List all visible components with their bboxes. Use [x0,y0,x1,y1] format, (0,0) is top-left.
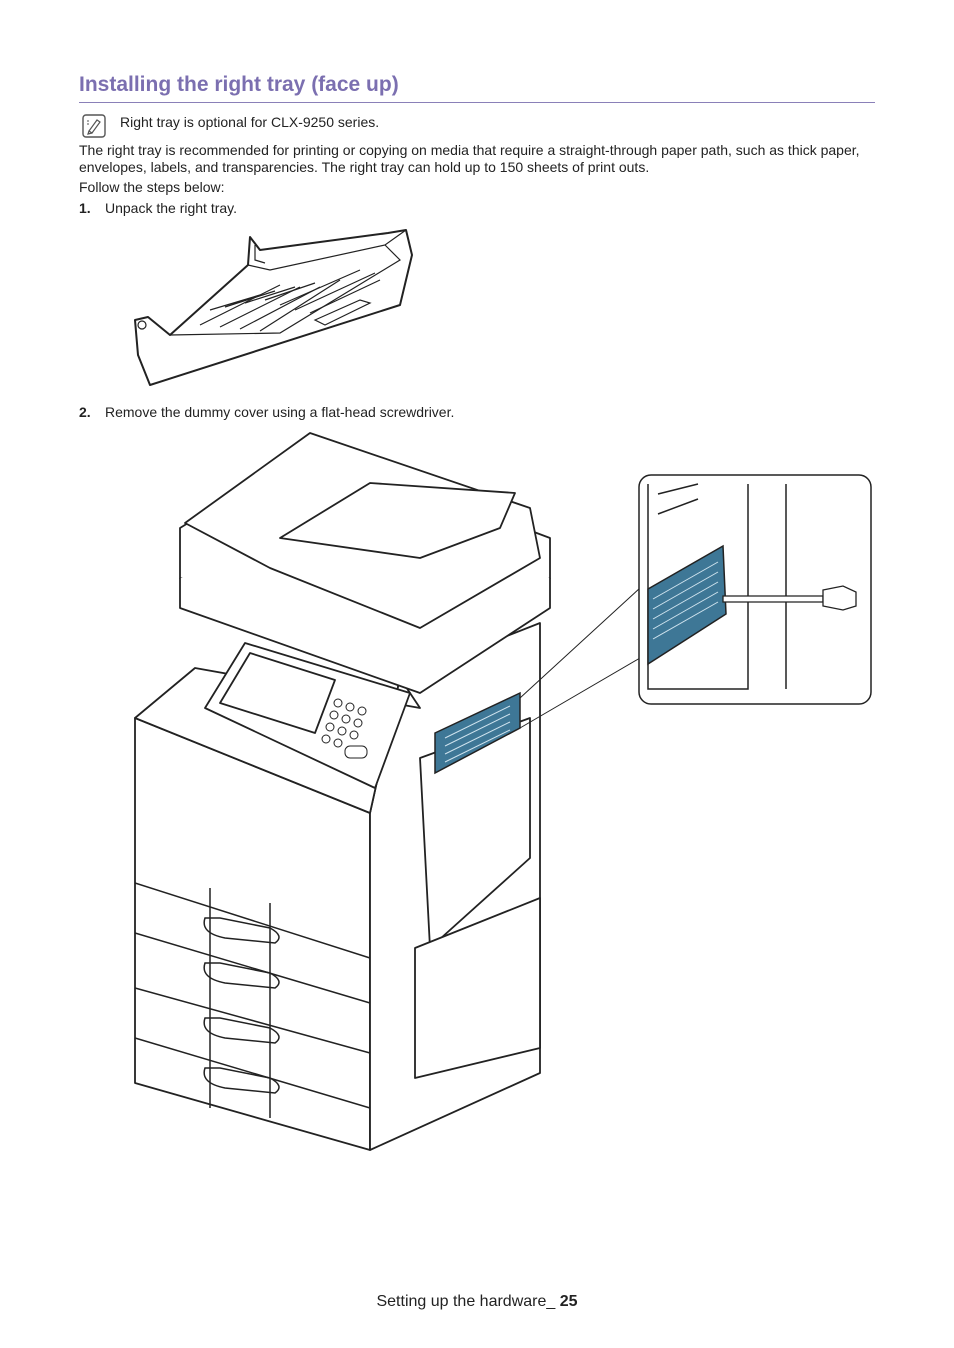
step-1-number: 1. [79,200,91,216]
intro-paragraph: The right tray is recommended for printi… [79,142,860,175]
step-1-text: Unpack the right tray. [105,200,238,216]
printer-illustration [134,432,641,1151]
page-footer: Setting up the hardware_ 25 [0,1293,954,1311]
step-1: 1. Unpack the right tray. [79,200,237,216]
note-pencil-icon [82,114,106,138]
step-2-number: 2. [79,404,91,420]
section-title: Installing the right tray (face up) [79,73,399,96]
dummy-cover-closeup [638,474,872,705]
right-tray-illustration [134,229,413,386]
title-rule [79,102,875,103]
page-number: 25 [559,1293,578,1310]
step-2-text: Remove the dummy cover using a flat-head… [105,404,455,420]
note-text: Right tray is optional for CLX-9250 seri… [120,114,380,130]
step-2: 2. Remove the dummy cover using a flat-he… [79,404,454,420]
footer-text: Setting up the hardware_ [376,1293,560,1310]
follow-text: Follow the steps below: [79,179,225,195]
